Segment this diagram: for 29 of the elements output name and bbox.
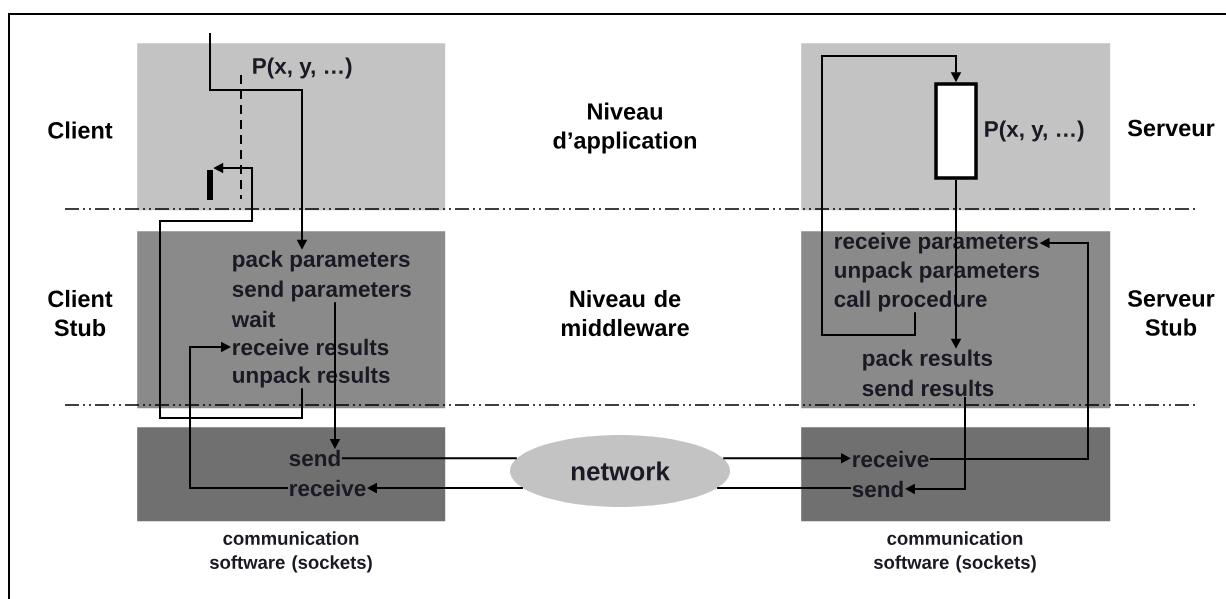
level-label: Client (48, 121, 113, 139)
arrow (821, 55, 962, 336)
step-text: send (852, 480, 903, 498)
layer-band (801, 231, 1111, 409)
step-text: pack parameters (233, 250, 410, 272)
caption-text: communication software (sockets) (209, 531, 372, 573)
arrow (189, 341, 289, 489)
step-text: send results (862, 379, 994, 397)
step-text: send parameters (232, 280, 411, 302)
level-label: Niveau d’application (553, 102, 696, 154)
layer-band (137, 427, 446, 522)
step-text: pack results (863, 349, 993, 371)
step-text: receive (853, 450, 929, 468)
level-label: Serveur Stub (1127, 290, 1215, 336)
procedure-box (934, 82, 978, 180)
level-label: Niveau de middleware (561, 289, 689, 337)
level-label: Client Stub (48, 289, 113, 337)
procedure-label: P(x, y, …) (985, 120, 1084, 142)
caption-text: communication software (sockets) (873, 531, 1036, 573)
layer-band (137, 231, 446, 409)
layer-band (801, 427, 1111, 522)
level-label: Serveur (1127, 119, 1215, 137)
step-text: receive (290, 479, 366, 497)
layer-band (137, 43, 446, 211)
return-bar (207, 170, 213, 200)
layer-band (801, 43, 1111, 211)
call-text: P(x, y, …) (253, 57, 352, 79)
step-text: wait (231, 310, 276, 328)
step-text: send (289, 449, 340, 467)
